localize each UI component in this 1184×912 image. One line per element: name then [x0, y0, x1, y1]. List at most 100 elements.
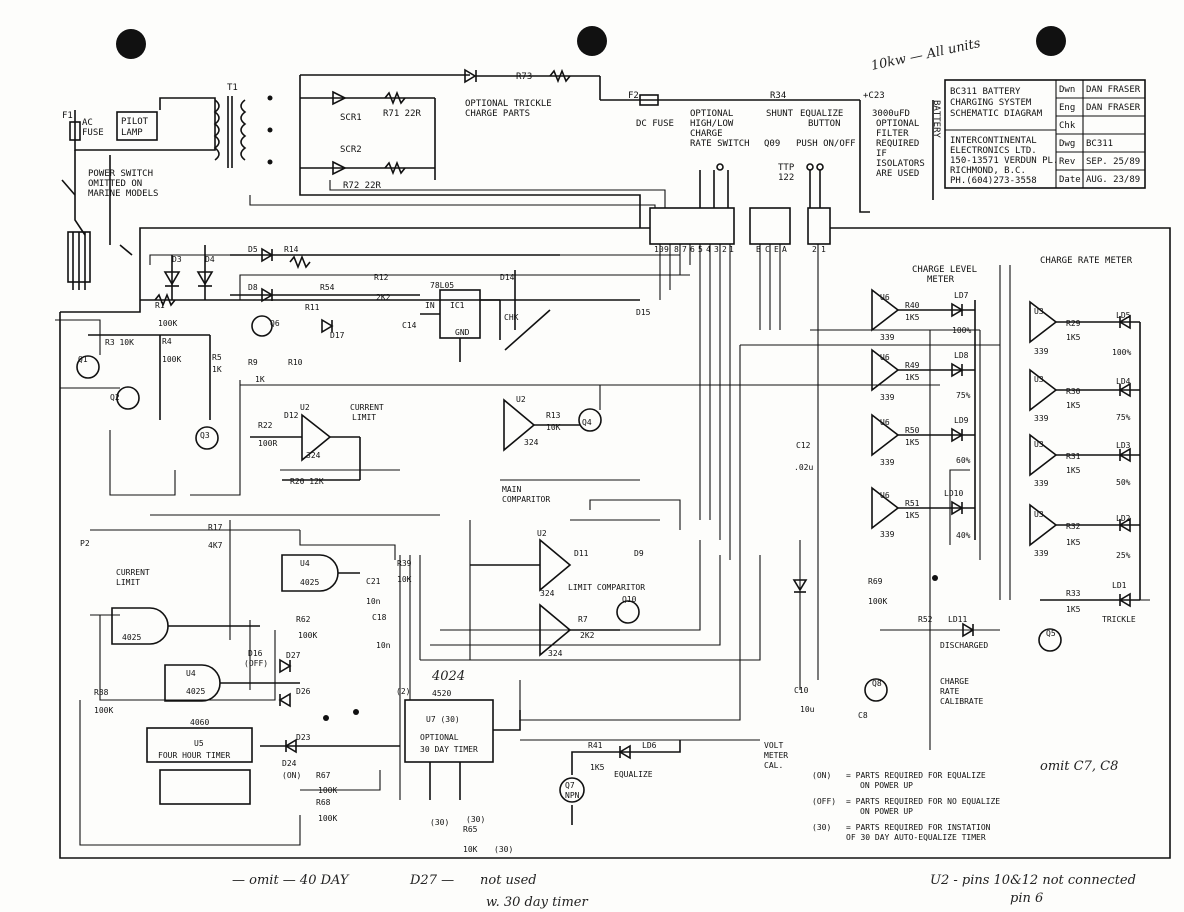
hl-switch-label-4: RATE SWITCH: [690, 139, 750, 149]
r7-label: R7: [578, 615, 588, 624]
r50-value: 1K5: [905, 438, 920, 447]
current-limit-label-2: LIMIT: [352, 413, 376, 422]
ttp-label: TTP: [778, 163, 795, 173]
hl-switch-label-2: HIGH/LOW: [690, 119, 734, 129]
field-value-eng: DAN FRASER: [1086, 103, 1141, 113]
r22-label: R22: [258, 421, 273, 430]
r31-value: 1K5: [1066, 466, 1081, 475]
r62-label: R62: [296, 615, 311, 624]
charge-level-meter: CHARGE LEVEL METER CHARGE RATE METER U6 …: [871, 256, 1133, 540]
u7-function-label: 30 DAY TIMER: [420, 745, 478, 754]
punch-hole-left: [116, 29, 146, 59]
c23-value-label: 3000uFD: [872, 109, 910, 119]
c14-label: C14: [402, 321, 417, 330]
board-outline: [59, 227, 1171, 859]
field-key-eng: Eng: [1059, 103, 1075, 113]
c10-label: C10: [794, 686, 809, 695]
q09-label: Q09: [764, 139, 780, 149]
t1-label: T1: [227, 83, 238, 93]
handwritten-pin6: pin 6: [1010, 891, 1043, 906]
current-limit-pot-label: CURRENT: [116, 568, 150, 577]
r40-value: 1K5: [905, 313, 920, 322]
r40-label: R40: [905, 301, 920, 310]
d16-off-label: (OFF): [244, 659, 268, 668]
field-key-rev: Rev: [1059, 157, 1075, 167]
pin-6: 6: [690, 245, 695, 254]
u3-label-c: U3: [1034, 440, 1044, 449]
pin-4: 4: [706, 245, 711, 254]
r39-value: 10K: [397, 575, 412, 584]
r17-value: 4K7: [208, 541, 223, 550]
opamp-u3-a: [1029, 300, 1058, 344]
u2-current-324: 324: [306, 451, 321, 460]
r31-label: R31: [1066, 452, 1081, 461]
r7-value: 2K2: [580, 631, 595, 640]
charge-rate-label: CHARGE RATE METER: [1040, 256, 1133, 266]
q10-label: Q10: [622, 595, 637, 604]
ld2-label: LD2: [1116, 514, 1131, 523]
note-on-text-2: ON POWER UP: [860, 781, 913, 790]
r72-label: R72 22R: [343, 181, 382, 191]
thirty-marker-a: (30): [430, 818, 449, 827]
r33-label: R33: [1066, 589, 1081, 598]
u3-label-a: U3: [1034, 307, 1044, 316]
filter-note-label-6: ARE USED: [876, 169, 919, 179]
f2-label: F2: [628, 91, 639, 101]
level-60-label: 60%: [956, 456, 971, 465]
u3-label-d: U3: [1034, 510, 1044, 519]
handwritten-not-used: not used: [480, 873, 537, 888]
q4-label: Q4: [582, 418, 592, 427]
r12-value: 2K2: [376, 293, 391, 302]
r65-value: 10K: [463, 845, 478, 854]
ld1-label: LD1: [1112, 581, 1127, 590]
r41-label: R41: [588, 741, 603, 750]
note-30-text-2: OF 30 DAY AUTO-EQUALIZE TIMER: [846, 833, 986, 842]
title-line-1: BC311 BATTERY: [950, 87, 1021, 97]
r65-label: R65: [463, 825, 478, 834]
note-off-text: = PARTS REQUIRED FOR NO EQUALIZE: [846, 797, 1000, 806]
rate-25-label: 25%: [1116, 551, 1131, 560]
q6-label: Q6: [270, 319, 280, 328]
volt-meter-cal-label-2: METER: [764, 751, 788, 760]
handwritten-4024: 4024: [431, 669, 465, 684]
u4-bottom-part: 4025: [186, 687, 205, 696]
r4-value: 100K: [162, 355, 181, 364]
r33-value: 1K5: [1066, 605, 1081, 614]
rate-75-label: 75%: [1116, 413, 1131, 422]
opamp-u2-limit-b: [539, 603, 572, 657]
r10-label: R10: [288, 358, 303, 367]
field-key-dwg: Dwg: [1059, 139, 1075, 149]
ic1-part-label: 78L05: [430, 281, 454, 290]
nand-u4-bottom: [164, 664, 221, 702]
c21-value: 10n: [366, 597, 381, 606]
u4-top-label: U4: [300, 559, 310, 568]
ld3-label: LD3: [1116, 441, 1131, 450]
d27-label: D27: [286, 651, 301, 660]
r30-value: 1K5: [1066, 401, 1081, 410]
pin-b: B: [756, 245, 761, 254]
r5-value: 1K: [212, 365, 222, 374]
r69-label: R69: [868, 577, 883, 586]
ac-input-section: F1 AC FUSE PILOT LAMP POWER SWITCH OMITT…: [61, 83, 273, 290]
company-line-4: RICHMOND, B.C.: [950, 166, 1026, 176]
r49-value: 1K5: [905, 373, 920, 382]
discharged-label: DISCHARGED: [940, 641, 988, 650]
r68-value: 100K: [318, 814, 337, 823]
dc-fuse-label: DC FUSE: [636, 119, 674, 129]
u2-current-label: U2: [300, 403, 310, 412]
ic1-gnd-label: GND: [455, 328, 470, 337]
charge-level-label: CHARGE LEVEL: [912, 265, 977, 275]
pin-2: 2: [722, 245, 727, 254]
rate-100-label: 100%: [1112, 348, 1131, 357]
equalize-button-label: EQUALIZE: [800, 109, 843, 119]
ld6-label: LD6: [642, 741, 657, 750]
r54-label: R54: [320, 283, 335, 292]
ac-fuse-label-2: FUSE: [82, 128, 104, 138]
trickle-label: TRICKLE: [1102, 615, 1136, 624]
ld4-label: LD4: [1116, 377, 1131, 386]
r71-label: R71 22R: [383, 109, 422, 119]
c21-label: C21: [366, 577, 381, 586]
equalize-button-label-2: BUTTON: [808, 119, 841, 129]
